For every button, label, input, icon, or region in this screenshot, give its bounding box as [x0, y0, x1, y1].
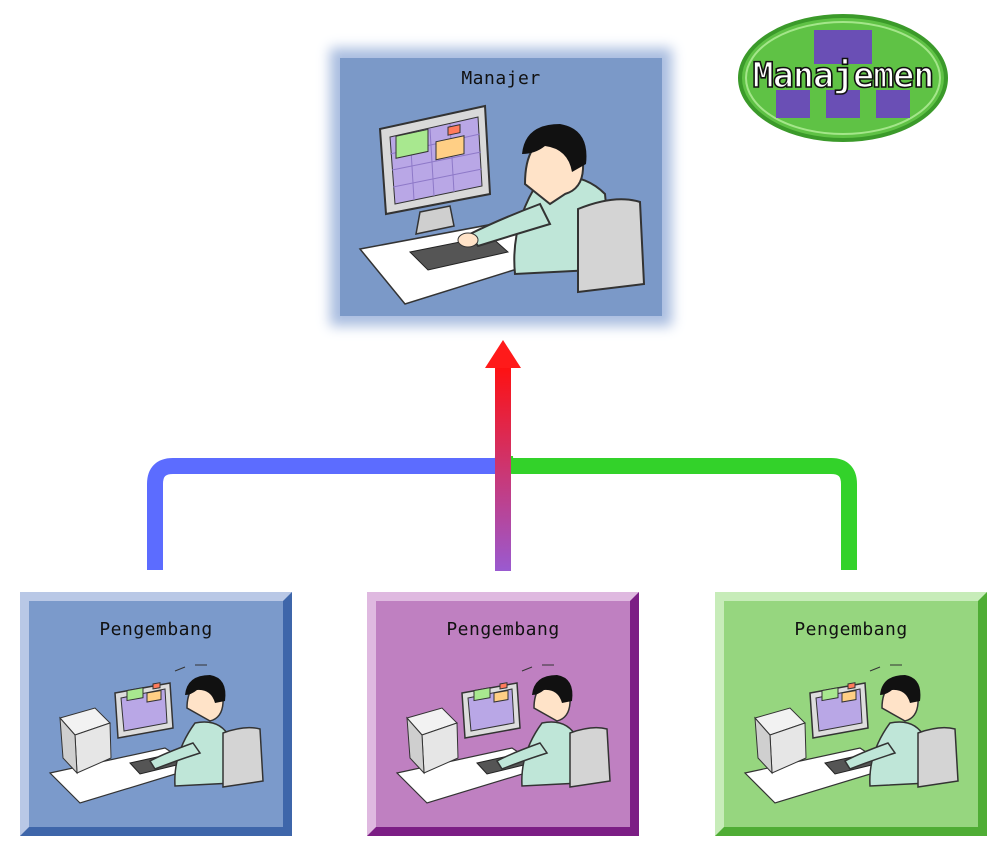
chair-icon — [222, 726, 264, 788]
printer-icon — [59, 707, 112, 775]
chair-icon — [569, 726, 611, 788]
chair-icon — [917, 726, 959, 788]
arrow-shaft — [495, 365, 511, 571]
manager-illustration — [358, 104, 646, 305]
manager-title: Manajer — [461, 68, 541, 89]
monitor-icon — [114, 682, 174, 739]
blue-connector — [147, 455, 511, 570]
chair-icon — [577, 198, 646, 294]
manager-card: Manajer — [340, 58, 662, 316]
green-connector — [497, 455, 857, 570]
monitor-icon — [461, 682, 521, 739]
monitor-icon — [378, 104, 492, 235]
developer-card-purple: Pengembang — [367, 592, 639, 836]
badge-shape — [738, 14, 948, 142]
badge-label: Manajemen — [752, 55, 935, 97]
developer-title: Pengembang — [446, 619, 560, 640]
developer-title: Pengembang — [794, 619, 908, 640]
developer-illustration — [48, 664, 264, 804]
person-icon — [495, 664, 581, 787]
developer-card-blue: Pengembang — [20, 592, 292, 836]
developer-title: Pengembang — [99, 619, 213, 640]
person-icon — [843, 664, 929, 787]
printer-icon — [754, 707, 807, 775]
developer-illustration — [395, 664, 611, 804]
developer-illustration — [743, 664, 959, 804]
person-icon — [148, 664, 234, 787]
monitor-icon — [809, 682, 869, 739]
developer-card-green: Pengembang — [715, 592, 987, 836]
printer-icon — [406, 707, 459, 775]
arrow-head — [485, 340, 521, 368]
management-badge: Manajemen — [736, 12, 950, 144]
